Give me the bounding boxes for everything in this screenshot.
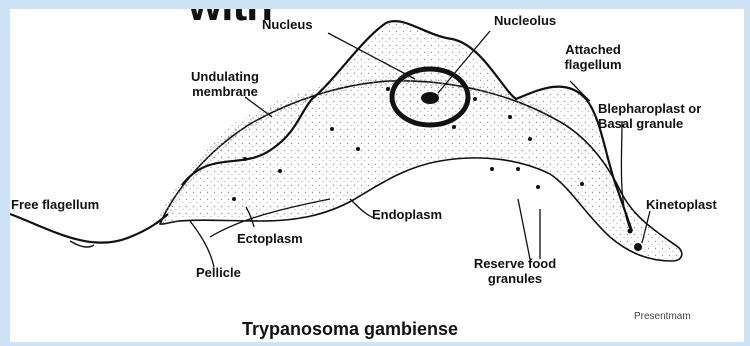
label-undulating-membrane: Undulating membrane [182, 69, 268, 99]
nucleolus-shape [421, 92, 439, 104]
diagram-panel: with [10, 9, 744, 342]
label-ectoplasm: Ectoplasm [237, 231, 303, 246]
label-attached-flagellum: Attached flagellum [548, 42, 638, 72]
label-reserve-food-granules: Reserve food granules [450, 256, 580, 286]
label-free-flagellum: Free flagellum [11, 197, 99, 212]
free-flagellum-line [10, 214, 168, 243]
label-kinetoplast: Kinetoplast [646, 197, 717, 212]
label-nucleolus: Nucleolus [494, 13, 556, 28]
figure-caption: Trypanosoma gambiense [242, 319, 458, 340]
kinetoplast-shape [634, 243, 642, 251]
image-credit: Presentmam [634, 311, 691, 322]
label-nucleus: Nucleus [262, 17, 313, 32]
label-endoplasm: Endoplasm [372, 207, 442, 222]
label-pellicle: Pellicle [196, 265, 241, 280]
label-blepharoplast: Blepharoplast or Basal granule [598, 101, 701, 131]
blepharoplast-shape [628, 229, 633, 234]
